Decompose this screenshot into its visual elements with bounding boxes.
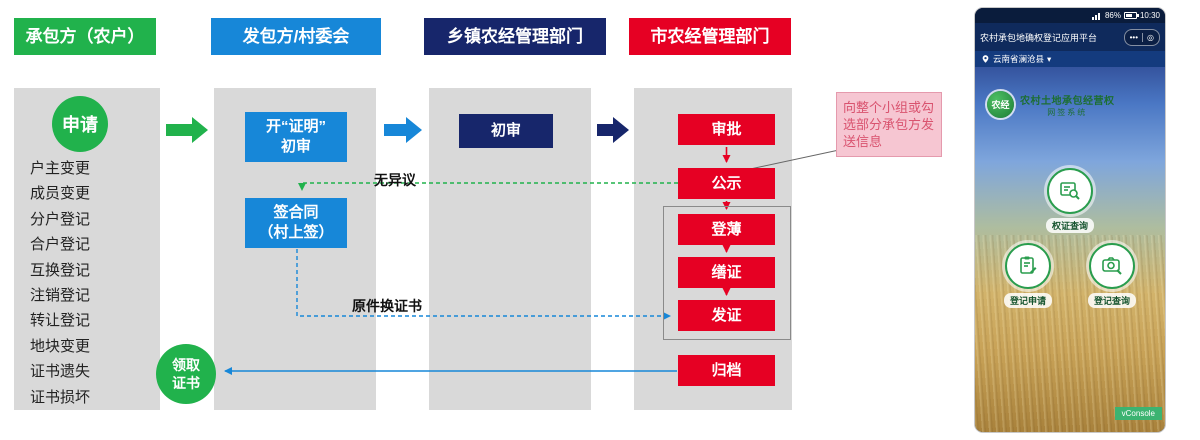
flow-header-contractor: 承包方（农户） xyxy=(14,18,156,55)
clipboard-edit-icon[interactable] xyxy=(1005,243,1051,289)
no-objection-label: 无异议 xyxy=(374,172,416,188)
flow-header-city: 市农经管理部门 xyxy=(629,18,791,55)
status-time: 10:30 xyxy=(1139,11,1160,20)
miniprogram-capsule: ••• ◎ xyxy=(1123,28,1160,46)
step-line: （村上签） xyxy=(258,224,334,241)
location-text: 云南省澜沧县 xyxy=(993,54,1045,64)
receive-line1: 领取 xyxy=(172,357,200,373)
application-type-item: 证书遗失 xyxy=(30,363,91,381)
application-type-item: 成员变更 xyxy=(30,185,91,203)
location-pin-icon xyxy=(982,55,989,63)
step-sign-contract: 签合同 （村上签） xyxy=(245,198,347,248)
register-query-button[interactable]: 登记查询 xyxy=(1082,243,1142,309)
register-apply-button[interactable]: 登记申请 xyxy=(998,243,1058,309)
application-type-item: 互换登记 xyxy=(30,261,91,279)
logo-title: 农村土地承包经营权 xyxy=(1020,95,1115,107)
application-type-item: 证书损坏 xyxy=(30,388,91,406)
step-preliminary-review: 初审 xyxy=(459,114,553,148)
flow-header-village: 发包方/村委会 xyxy=(211,18,381,55)
vconsole-button[interactable]: vConsole xyxy=(1114,407,1162,420)
cert-query-button[interactable]: 权证查询 xyxy=(1040,168,1100,234)
annotation-note: 向整个小组或勾选部分承包方发送信息 xyxy=(836,92,942,157)
step-publicity: 公示 xyxy=(678,168,775,199)
battery-percent: 86% xyxy=(1104,11,1121,20)
receive-certificate-circle: 领取 证书 xyxy=(156,344,216,404)
flow-header-township: 乡镇农经管理部门 xyxy=(424,18,606,55)
step-open-certificate-review: 开“证明” 初审 xyxy=(245,112,347,162)
receive-line2: 证书 xyxy=(172,375,200,391)
register-apply-label: 登记申请 xyxy=(1003,293,1052,308)
step-issue-certificate: 发证 xyxy=(678,300,775,331)
app-logo: 农经 农村土地承包经营权 网签系统 xyxy=(987,91,1115,118)
arrow-village-to-township xyxy=(384,117,422,143)
step-prepare-certificate: 缮证 xyxy=(678,257,775,288)
application-type-item: 分户登记 xyxy=(30,210,91,228)
app-header: 农村承包地确权登记应用平台 ••• ◎ xyxy=(975,23,1165,51)
arrow-township-to-city xyxy=(597,117,629,143)
app-title: 农村承包地确权登记应用平台 xyxy=(980,32,1098,43)
application-type-item: 户主变更 xyxy=(30,160,91,177)
battery-icon xyxy=(1123,12,1139,19)
application-type-list: 户主变更 成员变更 分户登记 合户登记 互换登记 注销登记 转让登记 地块变更 … xyxy=(30,156,90,410)
capsule-more-button[interactable]: ••• xyxy=(1129,32,1139,42)
app-body: 农经 农村土地承包经营权 网签系统 权证查询 xyxy=(975,67,1165,432)
status-bar: 86% 10:30 xyxy=(975,8,1165,23)
application-type-item: 转让登记 xyxy=(30,312,91,330)
step-archive: 归档 xyxy=(678,355,775,386)
apply-circle: 申请 xyxy=(52,96,108,152)
phone-screenshot: 86% 10:30 农村承包地确权登记应用平台 ••• ◎ 云南省澜沧县 ▾ 农… xyxy=(975,8,1165,432)
original-swap-label: 原件换证书 xyxy=(352,298,422,314)
application-type-item: 地块变更 xyxy=(30,337,91,355)
signal-icon xyxy=(1091,12,1100,20)
step-line: 开“证明” xyxy=(265,118,326,135)
certificate-search-icon[interactable] xyxy=(1047,168,1093,214)
capsule-home-button[interactable]: ◎ xyxy=(1147,32,1154,42)
capsule-divider xyxy=(1142,32,1144,42)
location-selector[interactable]: 云南省澜沧县 ▾ xyxy=(975,51,1165,67)
cert-query-label: 权证查询 xyxy=(1045,218,1094,233)
camera-search-icon[interactable] xyxy=(1089,243,1135,289)
arrow-contractor-to-village xyxy=(166,117,208,143)
logo-subtitle: 网签系统 xyxy=(1047,107,1088,117)
step-approve: 审批 xyxy=(678,114,775,145)
step-line: 初审 xyxy=(280,138,311,155)
application-type-item: 合户登记 xyxy=(30,236,91,254)
step-register-book: 登薄 xyxy=(678,214,775,245)
application-type-item: 注销登记 xyxy=(30,287,91,305)
register-query-label: 登记查询 xyxy=(1087,293,1136,308)
chevron-down-icon: ▾ xyxy=(1047,53,1052,64)
logo-badge-icon: 农经 xyxy=(987,91,1014,118)
step-line: 签合同 xyxy=(273,204,319,221)
